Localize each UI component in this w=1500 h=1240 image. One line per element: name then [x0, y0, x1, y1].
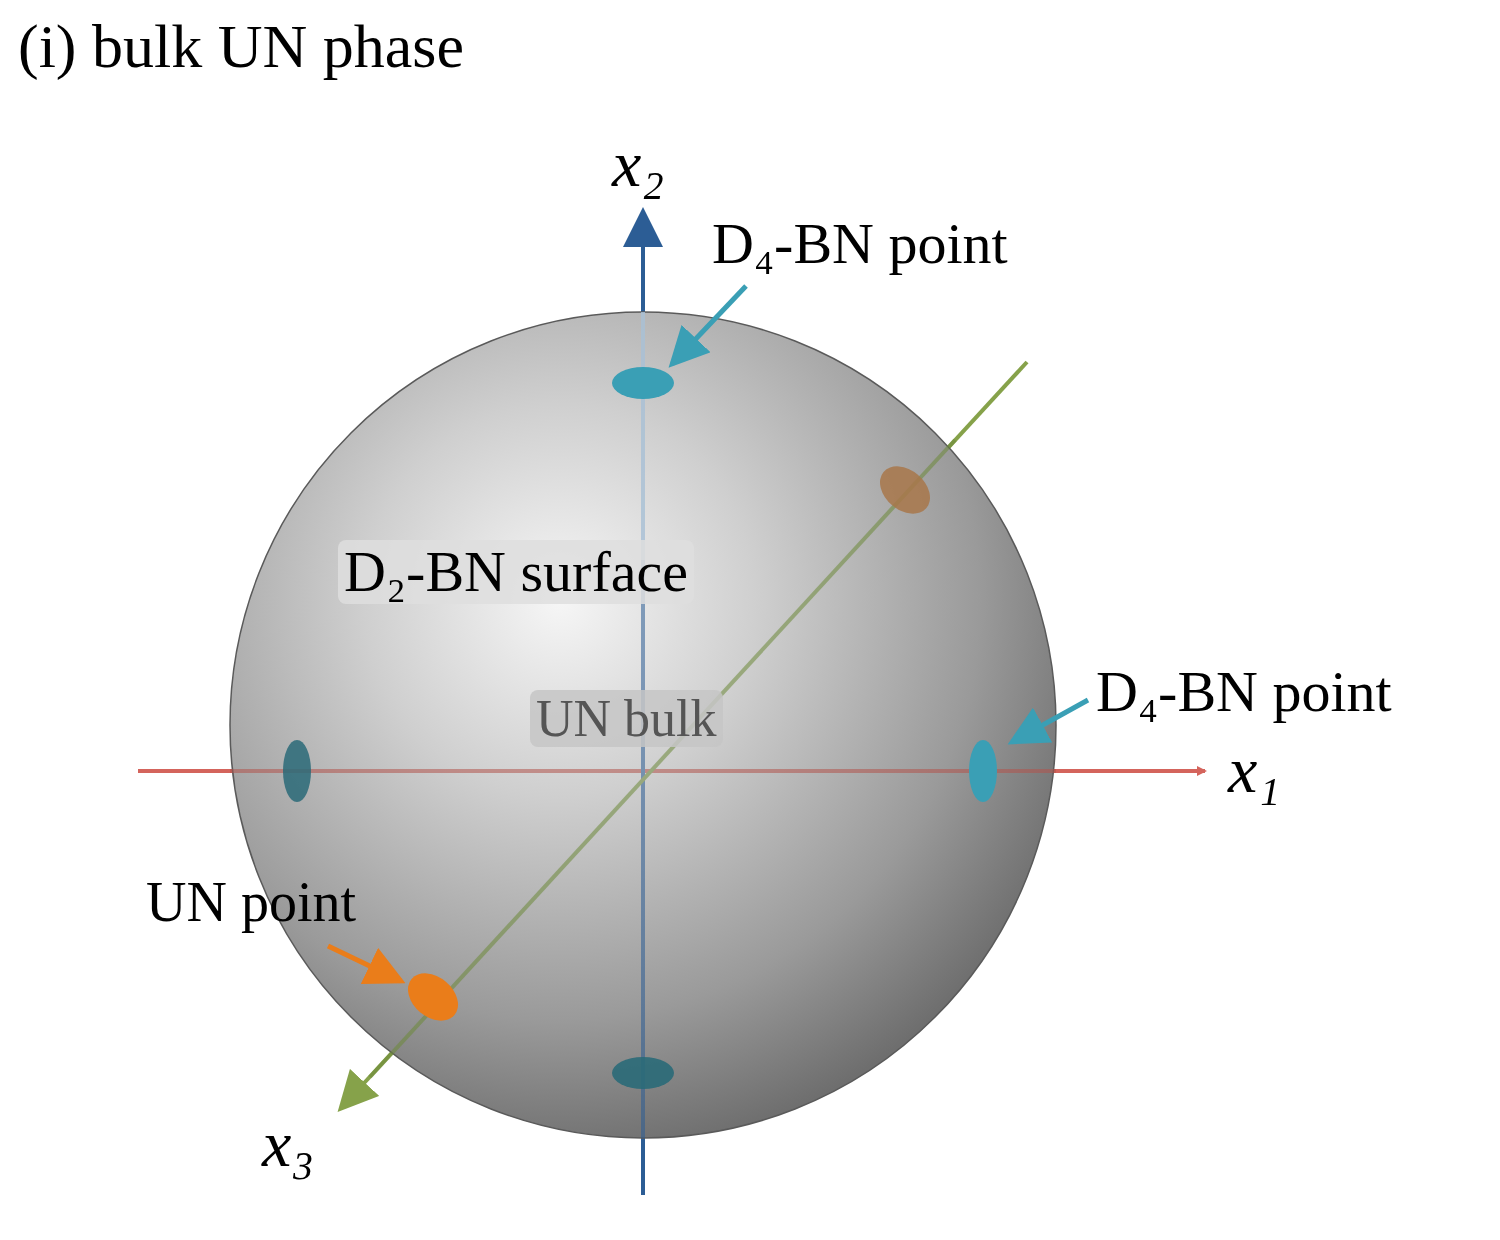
d4-point — [969, 740, 997, 802]
axis-label: x₂ — [612, 128, 664, 201]
d4-point — [612, 367, 674, 399]
axis-label: x₁ — [1228, 734, 1280, 807]
leader-arrow — [1012, 700, 1088, 742]
leader-arrow — [672, 286, 746, 364]
leader-arrow — [328, 946, 401, 981]
axis-label: x₃ — [262, 1108, 314, 1181]
d4-point — [612, 1057, 674, 1089]
un-point — [399, 964, 468, 1031]
sphere — [230, 312, 1056, 1138]
point-label: UN point — [146, 872, 356, 934]
surface-label: D₂-BN surface — [338, 540, 694, 604]
point-label: D₄-BN point — [1096, 660, 1392, 724]
bulk-label: UN bulk — [530, 690, 723, 747]
d4-point — [283, 740, 311, 802]
figure-title: (i) bulk UN phase — [18, 12, 464, 80]
point-label: D₄-BN point — [712, 212, 1008, 276]
un-point — [871, 457, 940, 524]
